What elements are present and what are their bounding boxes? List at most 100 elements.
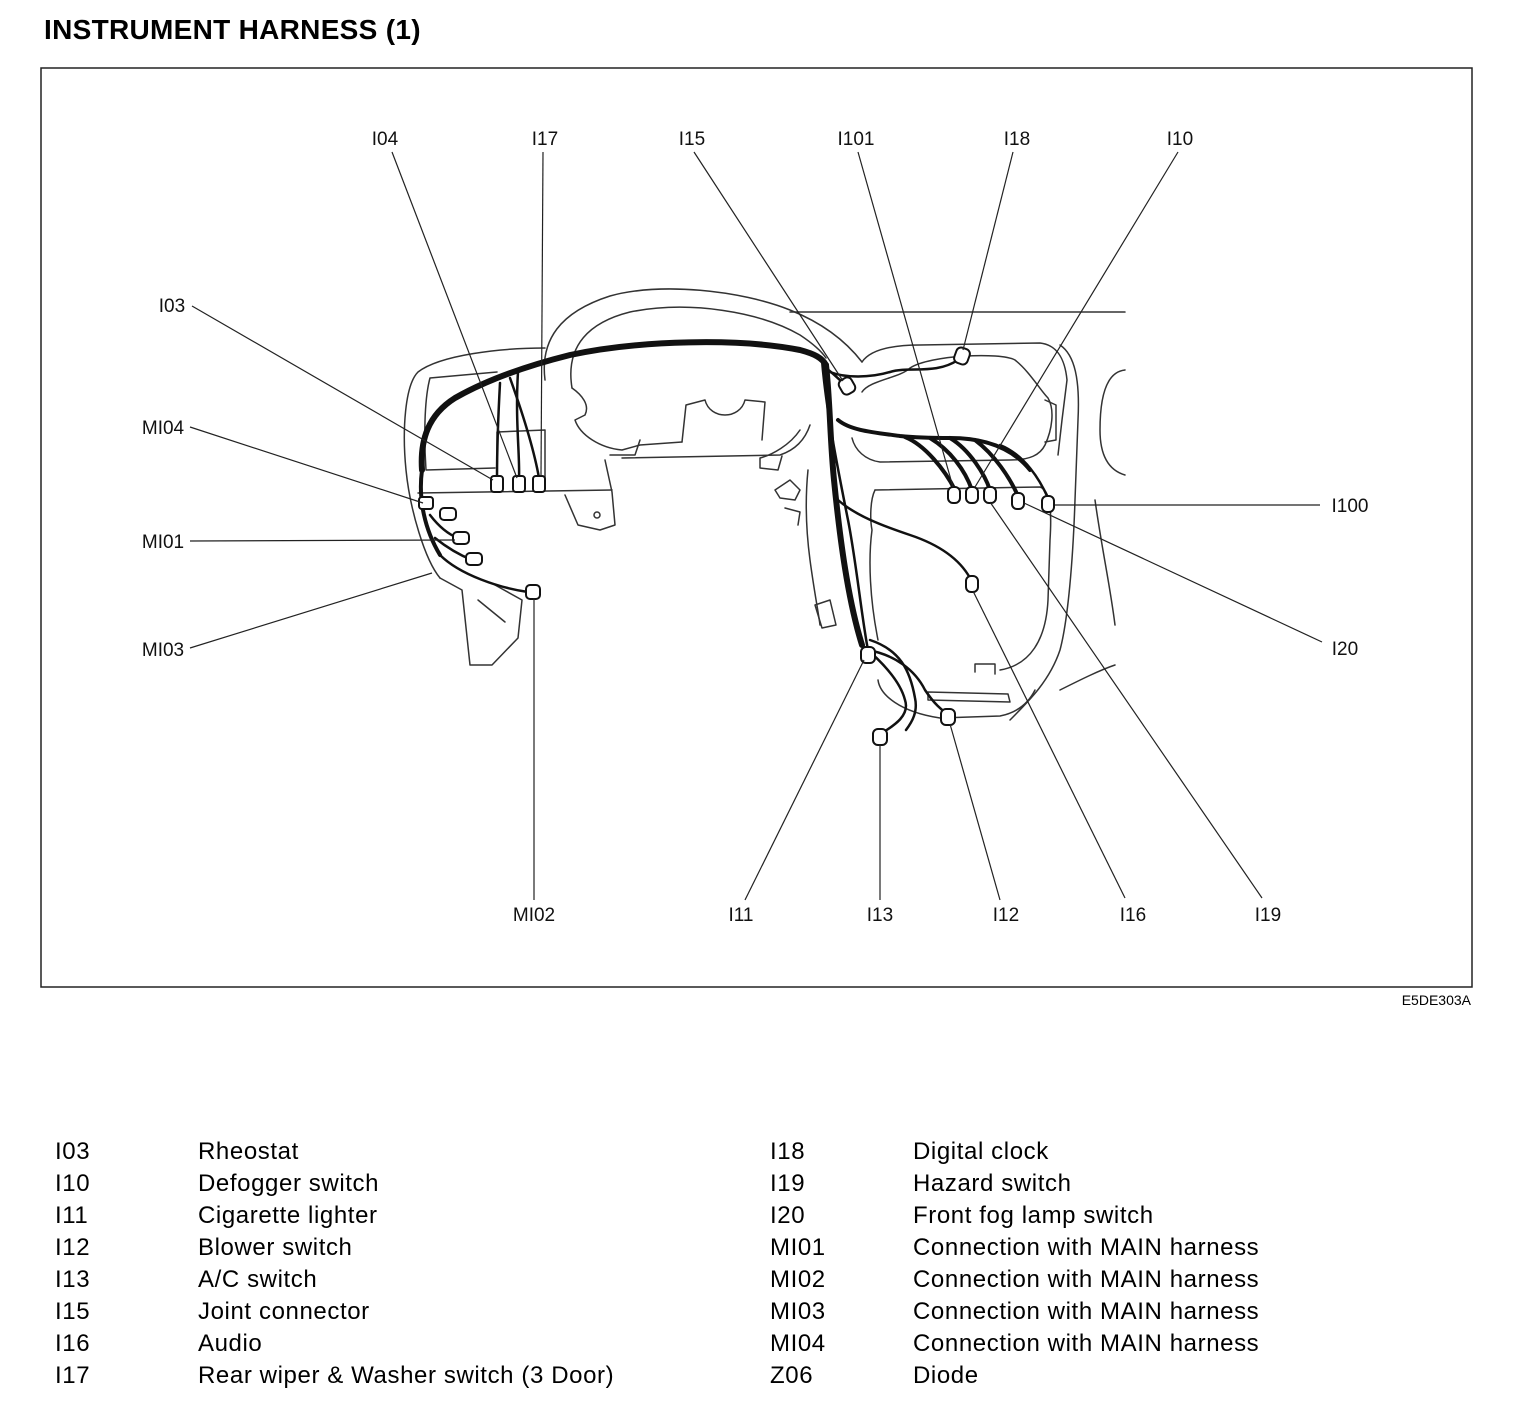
dashboard-outline bbox=[403, 288, 1126, 721]
connector-i19 bbox=[983, 486, 997, 504]
legend-code: I20 bbox=[770, 1202, 806, 1229]
leader-line-mi04 bbox=[189, 426, 424, 504]
callout-i15: I15 bbox=[679, 129, 705, 150]
legend-desc: Cigarette lighter bbox=[198, 1202, 378, 1229]
legend-code: I10 bbox=[55, 1170, 91, 1197]
left-plate-hole bbox=[593, 511, 601, 519]
top-branch-wire-1 bbox=[495, 381, 502, 480]
callout-i20: I20 bbox=[1332, 639, 1358, 660]
legend-row: I15 Joint connector bbox=[55, 1296, 614, 1328]
main-vertical-wire bbox=[823, 362, 865, 648]
legend-code: MI03 bbox=[770, 1298, 826, 1325]
callout-mi01: MI01 bbox=[142, 532, 184, 553]
lower-wire-2 bbox=[866, 648, 948, 715]
connector-i04 bbox=[512, 475, 526, 493]
right-branch-wire-4 bbox=[973, 438, 1020, 498]
right-body-edge bbox=[1009, 344, 1080, 721]
callout-i11: I11 bbox=[728, 905, 753, 926]
callout-i101: I101 bbox=[838, 129, 875, 150]
right-lower-curve bbox=[1059, 499, 1116, 691]
legend-code: I17 bbox=[55, 1362, 91, 1389]
callout-i17: I17 bbox=[532, 129, 558, 150]
leader-line-i19 bbox=[989, 501, 1263, 899]
callout-i19: I19 bbox=[1255, 905, 1281, 926]
legend-desc: Digital clock bbox=[913, 1138, 1049, 1165]
cluster-right-tab bbox=[759, 429, 801, 471]
center-left-bracket bbox=[774, 479, 801, 526]
glovebox-edge bbox=[1099, 369, 1126, 476]
legend-desc: Joint connector bbox=[198, 1298, 370, 1325]
left-plate bbox=[564, 459, 616, 531]
leader-lines bbox=[189, 151, 1323, 901]
legend-desc: Hazard switch bbox=[913, 1170, 1072, 1197]
legend-desc: Connection with MAIN harness bbox=[913, 1234, 1260, 1261]
leader-line-i15 bbox=[693, 151, 844, 382]
cluster-bottom bbox=[609, 424, 811, 459]
left-branch-wire-3 bbox=[438, 553, 530, 594]
connector-i17 bbox=[532, 475, 546, 493]
lower-wire-3 bbox=[868, 638, 917, 732]
leader-line-i101 bbox=[857, 151, 954, 488]
leader-line-mi01 bbox=[189, 539, 456, 542]
connector-i16 bbox=[965, 575, 979, 593]
legend-code: I16 bbox=[55, 1330, 91, 1357]
leader-line-i18 bbox=[962, 151, 1014, 351]
legend-code: I03 bbox=[55, 1138, 91, 1165]
lower-console-top bbox=[874, 486, 1052, 671]
center-left-line bbox=[805, 469, 821, 626]
connectors bbox=[418, 346, 1055, 746]
leader-line-i10 bbox=[974, 151, 1179, 488]
console-bottom bbox=[877, 679, 1036, 719]
callout-i18: I18 bbox=[1004, 129, 1030, 150]
legend-desc: A/C switch bbox=[198, 1266, 318, 1293]
connector-mi03 bbox=[465, 552, 483, 566]
legend-row: MI01 Connection with MAIN harness bbox=[770, 1232, 1259, 1264]
lower-console-left bbox=[869, 489, 879, 641]
leader-line-mi03 bbox=[189, 572, 433, 649]
legend-row: I13 A/C switch bbox=[55, 1264, 614, 1296]
connector-i10 bbox=[965, 486, 979, 504]
figure-code: E5DE303A bbox=[1401, 992, 1471, 1008]
callout-i10: I10 bbox=[1167, 129, 1193, 150]
connector-mi02 bbox=[525, 584, 541, 600]
callout-mi03: MI03 bbox=[142, 640, 184, 661]
callout-i03: I03 bbox=[159, 296, 185, 317]
connector-i13 bbox=[872, 728, 888, 746]
main-harness-arch bbox=[418, 339, 829, 473]
cluster-recess bbox=[571, 387, 683, 451]
connector-i11 bbox=[860, 646, 876, 664]
leader-line-i03 bbox=[191, 305, 494, 481]
legend-code: I15 bbox=[55, 1298, 91, 1325]
legend-desc: Connection with MAIN harness bbox=[913, 1330, 1260, 1357]
legend-code: I18 bbox=[770, 1138, 806, 1165]
legend-code: I13 bbox=[55, 1266, 91, 1293]
diagram-frame bbox=[40, 67, 1473, 988]
left-panel-outer bbox=[403, 347, 546, 579]
leader-line-i16 bbox=[972, 590, 1126, 899]
connector-i03 bbox=[490, 475, 504, 493]
top-branch-wire-2 bbox=[515, 370, 521, 480]
leader-line-i20 bbox=[1023, 502, 1323, 643]
audio-wire bbox=[836, 498, 972, 580]
legend-desc: Connection with MAIN harness bbox=[913, 1266, 1260, 1293]
legend-code: MI01 bbox=[770, 1234, 826, 1261]
connector-i100 bbox=[1041, 495, 1055, 513]
connector-i15 bbox=[837, 376, 857, 396]
legend-code: MI02 bbox=[770, 1266, 826, 1293]
left-panel-window bbox=[424, 371, 498, 471]
leader-line-i17 bbox=[540, 151, 544, 477]
callout-i100: I100 bbox=[1332, 496, 1369, 517]
connector-mi04b bbox=[439, 507, 457, 521]
legend-desc: Connection with MAIN harness bbox=[913, 1298, 1260, 1325]
console-slot bbox=[927, 691, 1011, 703]
harness-wires bbox=[418, 339, 1050, 735]
legend-row: MI03 Connection with MAIN harness bbox=[770, 1296, 1259, 1328]
page-title: INSTRUMENT HARNESS (1) bbox=[44, 14, 421, 45]
